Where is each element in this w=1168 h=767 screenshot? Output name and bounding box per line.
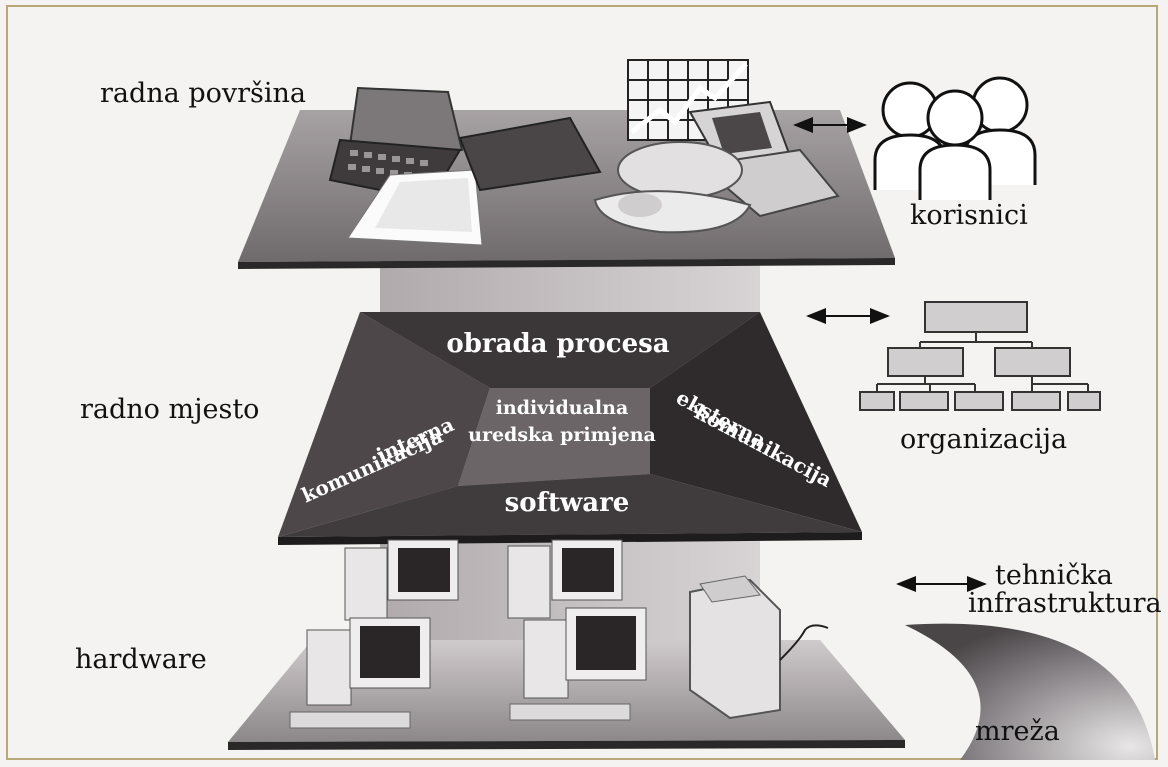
organization-icon <box>859 301 1101 411</box>
label-network: mreža <box>975 716 1060 747</box>
pyramid-top-label: obrada procesa <box>446 329 669 359</box>
pyramid-top-face <box>360 312 760 388</box>
pyramid-right-face <box>650 312 862 532</box>
computers <box>289 539 829 729</box>
label-desktop: radna površina <box>100 78 306 109</box>
pyramid-center-line1: individualna <box>496 397 629 419</box>
pyramid-bottom-label: software <box>505 488 630 518</box>
label-organization: organizacija <box>900 424 1067 455</box>
users-icon <box>873 76 1037 200</box>
network-shape <box>905 623 1155 760</box>
software-pyramid <box>278 312 862 545</box>
label-tech-line1: tehnička <box>995 560 1113 591</box>
label-users: korisnici <box>910 200 1028 231</box>
pyramid-center-face <box>458 388 650 486</box>
pyramid-left-face <box>278 312 490 537</box>
figure-frame <box>6 5 1158 760</box>
label-hardware: hardware <box>75 644 207 675</box>
pyramid-center-line2: uredska primjena <box>468 424 656 446</box>
desk-items <box>328 59 840 246</box>
label-tech-line2: infrastruktura <box>968 588 1162 619</box>
label-workplace: radno mjesto <box>80 394 259 425</box>
pyramid-bottom-face <box>278 474 862 537</box>
